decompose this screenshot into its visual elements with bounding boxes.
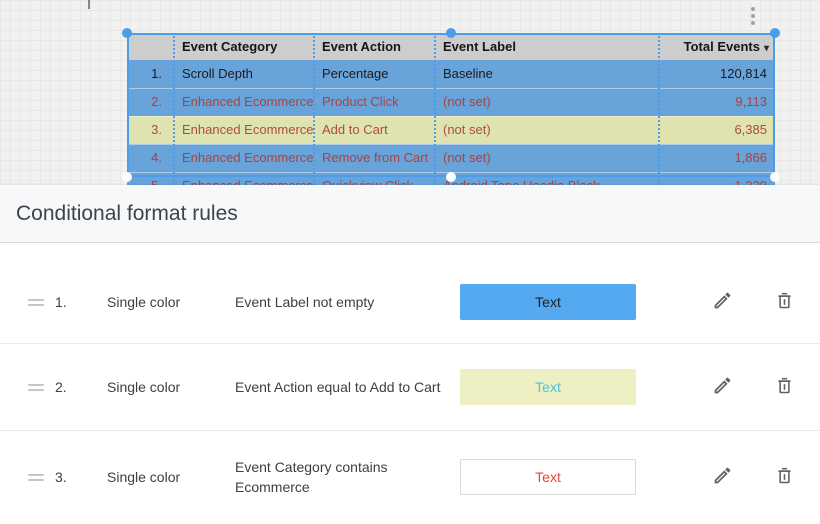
delete-rule-button[interactable]	[772, 290, 796, 314]
rule-type: Single color	[107, 379, 181, 395]
rule-color-swatch[interactable]: Text	[460, 459, 636, 495]
cell-event-label: Baseline	[443, 66, 493, 81]
pencil-icon	[712, 465, 733, 489]
row-number: 3.	[151, 122, 162, 137]
row-number: 1.	[151, 66, 162, 81]
rule-condition: Event Category contains Ecommerce	[235, 459, 388, 495]
selection-handle-top-left[interactable]	[122, 28, 132, 38]
row-number: 4.	[151, 150, 162, 165]
cell-event-label: (not set)	[443, 94, 491, 109]
panel-header: Conditional format rules	[0, 185, 820, 243]
rule-type: Single color	[107, 469, 181, 485]
delete-rule-button[interactable]	[772, 375, 796, 399]
row-number: 2.	[151, 94, 162, 109]
cell-event-action: Percentage	[322, 66, 389, 81]
panel-title: Conditional format rules	[16, 201, 238, 225]
cell-event-label: (not set)	[443, 122, 491, 137]
pencil-icon	[712, 375, 733, 399]
format-rule-row: 3. Single color Event Category contains …	[0, 430, 820, 523]
column-header-event-category[interactable]: Event Category	[182, 39, 278, 54]
cell-total-events: 9,113	[735, 94, 767, 109]
trash-icon	[774, 290, 795, 314]
format-rule-row: 1. Single color Event Label not empty Te…	[0, 243, 820, 343]
rule-condition: Event Label not empty	[235, 294, 375, 310]
rule-number: 2.	[55, 379, 67, 395]
column-header-event-label[interactable]: Event Label	[443, 39, 516, 54]
cell-event-category: Scroll Depth	[182, 66, 253, 81]
column-header-event-action[interactable]: Event Action	[322, 39, 401, 54]
selection-handle-bottom-right[interactable]	[770, 172, 780, 182]
drag-handle-icon[interactable]	[28, 298, 45, 306]
cell-event-category: Enhanced Ecommerce	[182, 122, 314, 137]
table-row: 4. Enhanced Ecommerce Remove from Cart (…	[127, 144, 775, 172]
rule-number: 3.	[55, 469, 67, 485]
cell-total-events: 6,385	[734, 122, 767, 137]
rule-condition: Event Action equal to Add to Cart	[235, 379, 441, 395]
column-header-rownum[interactable]	[127, 33, 174, 60]
more-options-icon[interactable]	[751, 7, 755, 25]
cell-event-category: Enhanced Ecommerce	[182, 94, 314, 109]
cell-event-label: (not set)	[443, 150, 491, 165]
report-canvas[interactable]: Event Category Event Action Event Label …	[0, 0, 820, 200]
cell-event-action: Remove from Cart	[322, 150, 429, 165]
sort-desc-icon[interactable]: ▾	[763, 43, 769, 54]
cell-total-events: 120,814	[720, 66, 767, 81]
drag-handle-icon[interactable]	[28, 473, 45, 481]
selection-handle-bottom-left[interactable]	[122, 172, 132, 182]
drag-handle-icon[interactable]	[28, 383, 45, 391]
pencil-icon	[712, 290, 733, 314]
rule-color-swatch[interactable]: Text	[460, 369, 636, 405]
edit-rule-button[interactable]	[710, 375, 734, 399]
delete-rule-button[interactable]	[772, 465, 796, 489]
trash-icon	[774, 465, 795, 489]
rule-color-swatch[interactable]: Text	[460, 284, 636, 320]
rule-number: 1.	[55, 294, 67, 310]
edit-rule-button[interactable]	[710, 465, 734, 489]
cell-event-action: Add to Cart	[322, 122, 388, 137]
rule-type: Single color	[107, 294, 181, 310]
selection-handle-bottom-center[interactable]	[446, 172, 456, 182]
table-row: 1. Scroll Depth Percentage Baseline 120,…	[127, 60, 775, 88]
cell-event-action: Product Click	[322, 94, 399, 109]
trash-icon	[774, 375, 795, 399]
selection-handle-top-center[interactable]	[446, 28, 456, 38]
column-header-total-events[interactable]: Total Events▾	[659, 33, 775, 60]
edit-rule-button[interactable]	[710, 290, 734, 314]
page-edge-mark	[88, 0, 90, 9]
cell-event-category: Enhanced Ecommerce	[182, 150, 314, 165]
selection-handle-top-right[interactable]	[770, 28, 780, 38]
table-row: 2. Enhanced Ecommerce Product Click (not…	[127, 88, 775, 116]
cell-total-events: 1,866	[734, 150, 767, 165]
column-header-label: Total Events	[683, 39, 760, 54]
table-row-highlighted: 3. Enhanced Ecommerce Add to Cart (not s…	[127, 116, 775, 144]
conditional-format-panel: Conditional format rules 1. Single color…	[0, 185, 820, 524]
format-rule-row: 2. Single color Event Action equal to Ad…	[0, 343, 820, 430]
